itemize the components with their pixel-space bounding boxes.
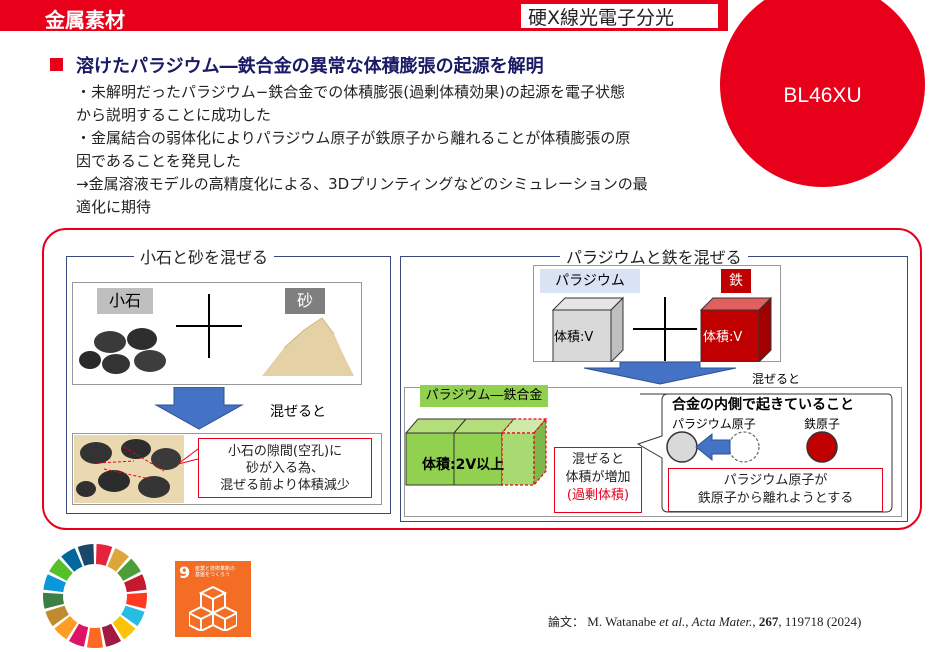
sdg-wheel-segment [107, 548, 129, 572]
pebble-note-box [198, 438, 372, 498]
metal-cubes [551, 296, 773, 362]
pebble-note-line: 砂が入る為、 [245, 461, 324, 476]
sdg9-tile: 9 産業と技術革新の 基盤をつくろう [175, 561, 251, 637]
mix-arrow-icon [583, 362, 737, 385]
sdg-wheel-segment [112, 616, 136, 640]
summary-title: 溶けたパラジウム―鉄合金の異常な体積膨張の起源を解明 [76, 56, 544, 77]
summary-line: から説明することに成功した [76, 106, 272, 124]
sdg-wheel-segment [121, 605, 145, 627]
sdg-wheel-icon [43, 544, 147, 648]
left-mix-label: 混ぜると [270, 404, 326, 420]
sdg-wheel-segment [117, 558, 141, 581]
iron-label: 鉄 [721, 269, 751, 293]
palladium-cube-icon [551, 296, 625, 362]
citation-rest: , 119718 (2024) [778, 614, 862, 629]
increase-line: 体積が増加 [565, 470, 631, 485]
right-mix-label: 混ぜると [752, 372, 801, 386]
plus-icon [176, 294, 242, 358]
summary-line: ・金属結合の弱体化によりパラジウム原子が鉄原子から離れることが体積膨張の原 [76, 129, 631, 147]
ingredients-illustration [79, 294, 354, 376]
atom-note-line: 鉄原子から離れようとする [697, 491, 854, 506]
sdg-wheel-segment [124, 574, 147, 593]
palladium-atom-ghost-icon [728, 431, 760, 463]
alloy-volume: 体積:2V以上 [422, 457, 505, 473]
palladium-label: パラジウム [540, 269, 640, 293]
pebble-icon [79, 328, 166, 374]
plus-icon [633, 297, 697, 361]
method-label: 硬X線光電子分光 [528, 7, 675, 29]
beamline-label: BL46XU [783, 84, 862, 107]
category-label: 金属素材 [45, 8, 125, 32]
beamline-badge [720, 0, 925, 187]
atom-note-line: パラジウム原子が [723, 473, 828, 488]
mixture-illustration [74, 435, 184, 503]
summary-line: 適化に期待 [76, 198, 152, 216]
method-box [520, 3, 719, 29]
alloy-box [404, 387, 902, 517]
iron-atom-icon [806, 431, 838, 463]
mixture-box [72, 433, 382, 505]
pebble-label: 小石 [97, 288, 153, 314]
citation-prefix: 論文： [548, 615, 585, 629]
sdg-number: 9 [179, 563, 191, 582]
sdg-wheel-segment [77, 544, 95, 566]
fe-atom-label: 鉄原子 [804, 417, 841, 431]
alloy-label: パラジウム―鉄合金 [420, 385, 548, 407]
sdg-wheel-segment [101, 623, 122, 647]
sdg-text-line: 基盤をつくろう [195, 572, 231, 578]
pebble-note-line: 小石の隙間(空孔)に [227, 444, 343, 459]
atom-note-box [668, 468, 883, 512]
ingredients-box [72, 282, 362, 385]
summary-line: ・未解明だったパラジウム−鉄合金での体積膨張(過剰体積効果)の起源を電子状態 [76, 83, 625, 101]
inside-title: 合金の内側で起きていること [672, 397, 854, 413]
arrow-left-icon [695, 432, 731, 462]
sdg-wheel-segment [54, 616, 78, 640]
sdg-wheel-segment [43, 574, 66, 593]
mix-arrow-icon [154, 387, 244, 430]
sdg-wheel-segment [86, 627, 104, 648]
sand-icon [262, 317, 354, 376]
callout-pointer [178, 445, 202, 465]
increase-line: (過剰体積) [566, 488, 630, 503]
alloy-cubes-icon [404, 417, 548, 487]
sdg-wheel-segment [45, 605, 69, 627]
citation-authors: M. Watanabe [587, 614, 657, 629]
right-panel-title: パラジウムと鉄を混ぜる [560, 244, 748, 268]
sdg-wheel-segment [126, 592, 147, 609]
citation-journal: Acta Mater. [691, 614, 753, 629]
pd-atom-label: パラジウム原子 [672, 417, 756, 431]
sand-label: 砂 [285, 288, 325, 314]
iron-cube-icon [699, 296, 773, 362]
atoms-illustration [666, 431, 838, 463]
title-bullet-icon [50, 58, 63, 71]
citation-volume: 267 [758, 614, 779, 629]
sdg-wheel-segment [61, 548, 83, 572]
cubes-icon [189, 585, 237, 631]
palladium-atom-icon [666, 431, 698, 463]
figure-frame [42, 228, 922, 530]
increase-box [554, 447, 642, 513]
left-panel-title: 小石と砂を混ぜる [134, 244, 275, 268]
sdg-text-line: 産業と技術革新の [195, 566, 236, 572]
pebble-note-line: 混ぜる前より体積減少 [220, 478, 350, 493]
summary-line: 因であることを発見した [76, 152, 241, 170]
sdg-wheel-segment [49, 558, 73, 581]
increase-line: 混ぜると [571, 452, 624, 467]
citation-etal: et al. [659, 614, 686, 629]
sdg-wheel-segment [95, 544, 113, 566]
palladium-volume: 体積:V [554, 330, 594, 345]
citation: 論文： M. Watanabe et al., Acta Mater., 267… [548, 614, 862, 629]
summary-line: →金属溶液モデルの高精度化による、3Dプリンティングなどのシミュレーションの最 [76, 175, 648, 193]
sdg-wheel-segment [43, 592, 64, 609]
sdg-wheel-segment [68, 623, 89, 647]
iron-volume: 体積:V [703, 330, 743, 345]
